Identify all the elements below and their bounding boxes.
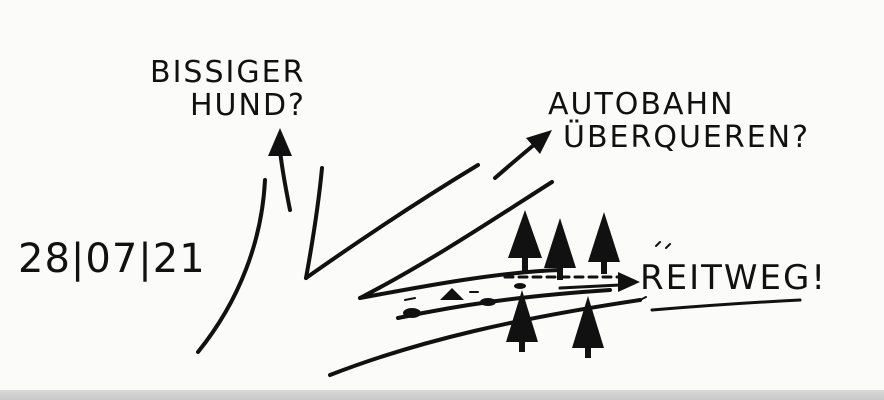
date-label: 28|07|21 bbox=[18, 236, 206, 282]
highway-label-line1: AUTOBAHN bbox=[548, 87, 735, 122]
highway-path-upper-line bbox=[358, 180, 554, 300]
biting-dog-label-line1: BISSIGER bbox=[150, 55, 306, 90]
pine-tree-icon bbox=[508, 210, 542, 272]
left-path-inner-line bbox=[278, 148, 292, 212]
biting-dog-label-line2: HUND? bbox=[190, 88, 306, 123]
bridle-label-underline bbox=[650, 298, 802, 312]
bridle-path-lower-line bbox=[328, 298, 642, 377]
bridle-path-middle-line bbox=[396, 288, 612, 320]
highway-path-lower-line bbox=[304, 163, 480, 280]
pine-tree-icon bbox=[588, 212, 620, 274]
pine-tree-icon bbox=[572, 296, 604, 358]
bridle-path-label: REITWEG! bbox=[640, 258, 827, 298]
paper-edge-shadow bbox=[0, 390, 884, 400]
bridle-path-upper-line bbox=[358, 268, 562, 300]
left-path-right-line bbox=[304, 166, 324, 280]
left-path-outer-line bbox=[196, 178, 267, 354]
pine-tree-icon bbox=[506, 290, 538, 352]
stone-icon bbox=[403, 241, 671, 318]
arrow-right-icon bbox=[526, 130, 552, 154]
pine-tree-icon bbox=[544, 218, 576, 280]
arrow-right-icon bbox=[618, 272, 640, 292]
highway-label-line2: ÜBERQUEREN? bbox=[563, 120, 811, 155]
arrow-up-icon bbox=[268, 128, 292, 156]
bridle-arrow-shaft bbox=[558, 283, 622, 290]
